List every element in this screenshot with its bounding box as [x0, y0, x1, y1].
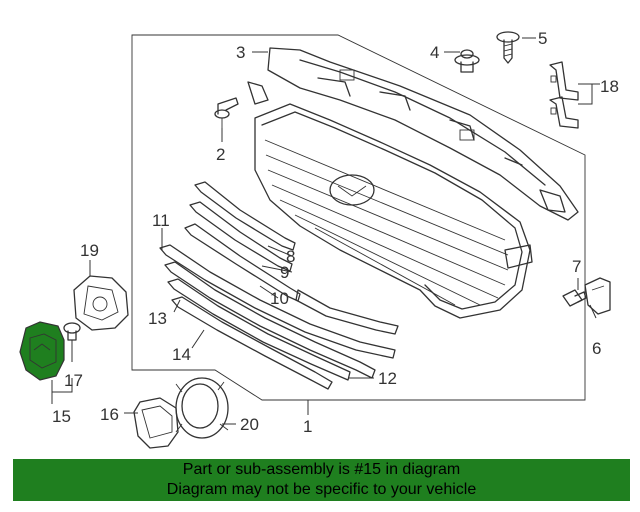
callout-5: 5: [538, 29, 547, 48]
part-14-molding[interactable]: [171, 296, 333, 390]
callout-1: 1: [303, 417, 312, 436]
callout-3: 3: [236, 43, 245, 62]
part-13-molding[interactable]: [167, 278, 351, 381]
part-4-clip[interactable]: [454, 49, 480, 73]
part-17-fastener[interactable]: [63, 322, 81, 341]
part-11-molding[interactable]: [159, 244, 396, 359]
callout-13: 13: [148, 309, 167, 328]
part-7-screw[interactable]: [562, 289, 587, 307]
info-banner: Part or sub-assembly is #15 in diagram D…: [13, 459, 630, 501]
callout-15: 15: [52, 407, 71, 426]
part-6-bracket[interactable]: [584, 277, 611, 315]
callout-7: 7: [572, 257, 581, 276]
callout-20: 20: [240, 415, 259, 434]
part-8-molding[interactable]: [194, 181, 296, 251]
callout-17: 17: [64, 371, 83, 390]
callout-19: 19: [80, 241, 99, 260]
callout-14: 14: [172, 345, 191, 364]
part-9-molding[interactable]: [189, 201, 293, 272]
part-12-molding[interactable]: [164, 261, 376, 379]
banner-line-2: Diagram may not be specific to your vehi…: [166, 481, 477, 498]
part-1-grille[interactable]: [254, 103, 533, 319]
banner-line-1: Part or sub-assembly is #15 in diagram: [182, 461, 461, 478]
callout-16: 16: [100, 405, 119, 424]
emblem-body[interactable]: [19, 321, 65, 381]
callout-11: 11: [152, 211, 170, 230]
part-3-grille-bracket[interactable]: [247, 47, 579, 221]
part-19-bracket[interactable]: [73, 275, 129, 331]
leader-lines: [51, 37, 600, 425]
callout-9: 9: [280, 263, 289, 282]
assembly-outline: [131, 34, 586, 401]
callout-10: 10: [270, 289, 289, 308]
callout-18: 18: [600, 77, 619, 96]
part-18-brackets[interactable]: [549, 61, 579, 129]
callout-2: 2: [216, 145, 225, 164]
part-15-emblem[interactable]: [19, 321, 65, 381]
callout-8: 8: [286, 247, 295, 266]
part-20-ring[interactable]: [175, 377, 229, 439]
callout-12: 12: [378, 369, 397, 388]
callout-6: 6: [592, 339, 601, 358]
part-5-screw[interactable]: [496, 31, 520, 64]
part-10-molding[interactable]: [184, 223, 399, 335]
part-16-cover[interactable]: [133, 397, 179, 449]
callout-4: 4: [430, 43, 439, 62]
part-2-screw[interactable]: [214, 97, 239, 128]
